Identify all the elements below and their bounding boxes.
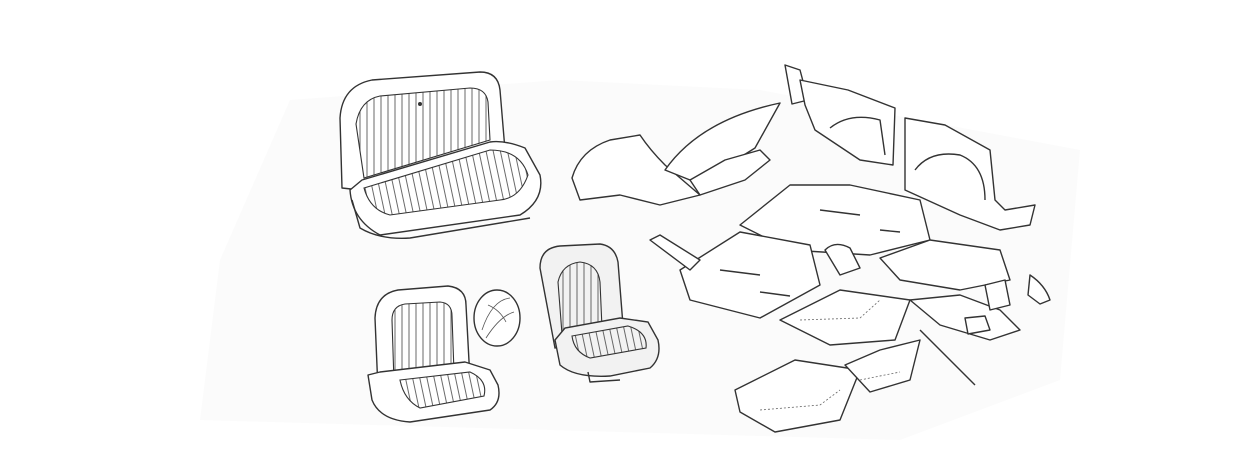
seat-detail-inset (473, 289, 521, 347)
front-seat-right (539, 243, 660, 383)
front-seat-left (367, 285, 500, 423)
carpet-set (571, 64, 1051, 433)
bench-seat (339, 71, 542, 239)
seat-button-icon (418, 102, 422, 106)
